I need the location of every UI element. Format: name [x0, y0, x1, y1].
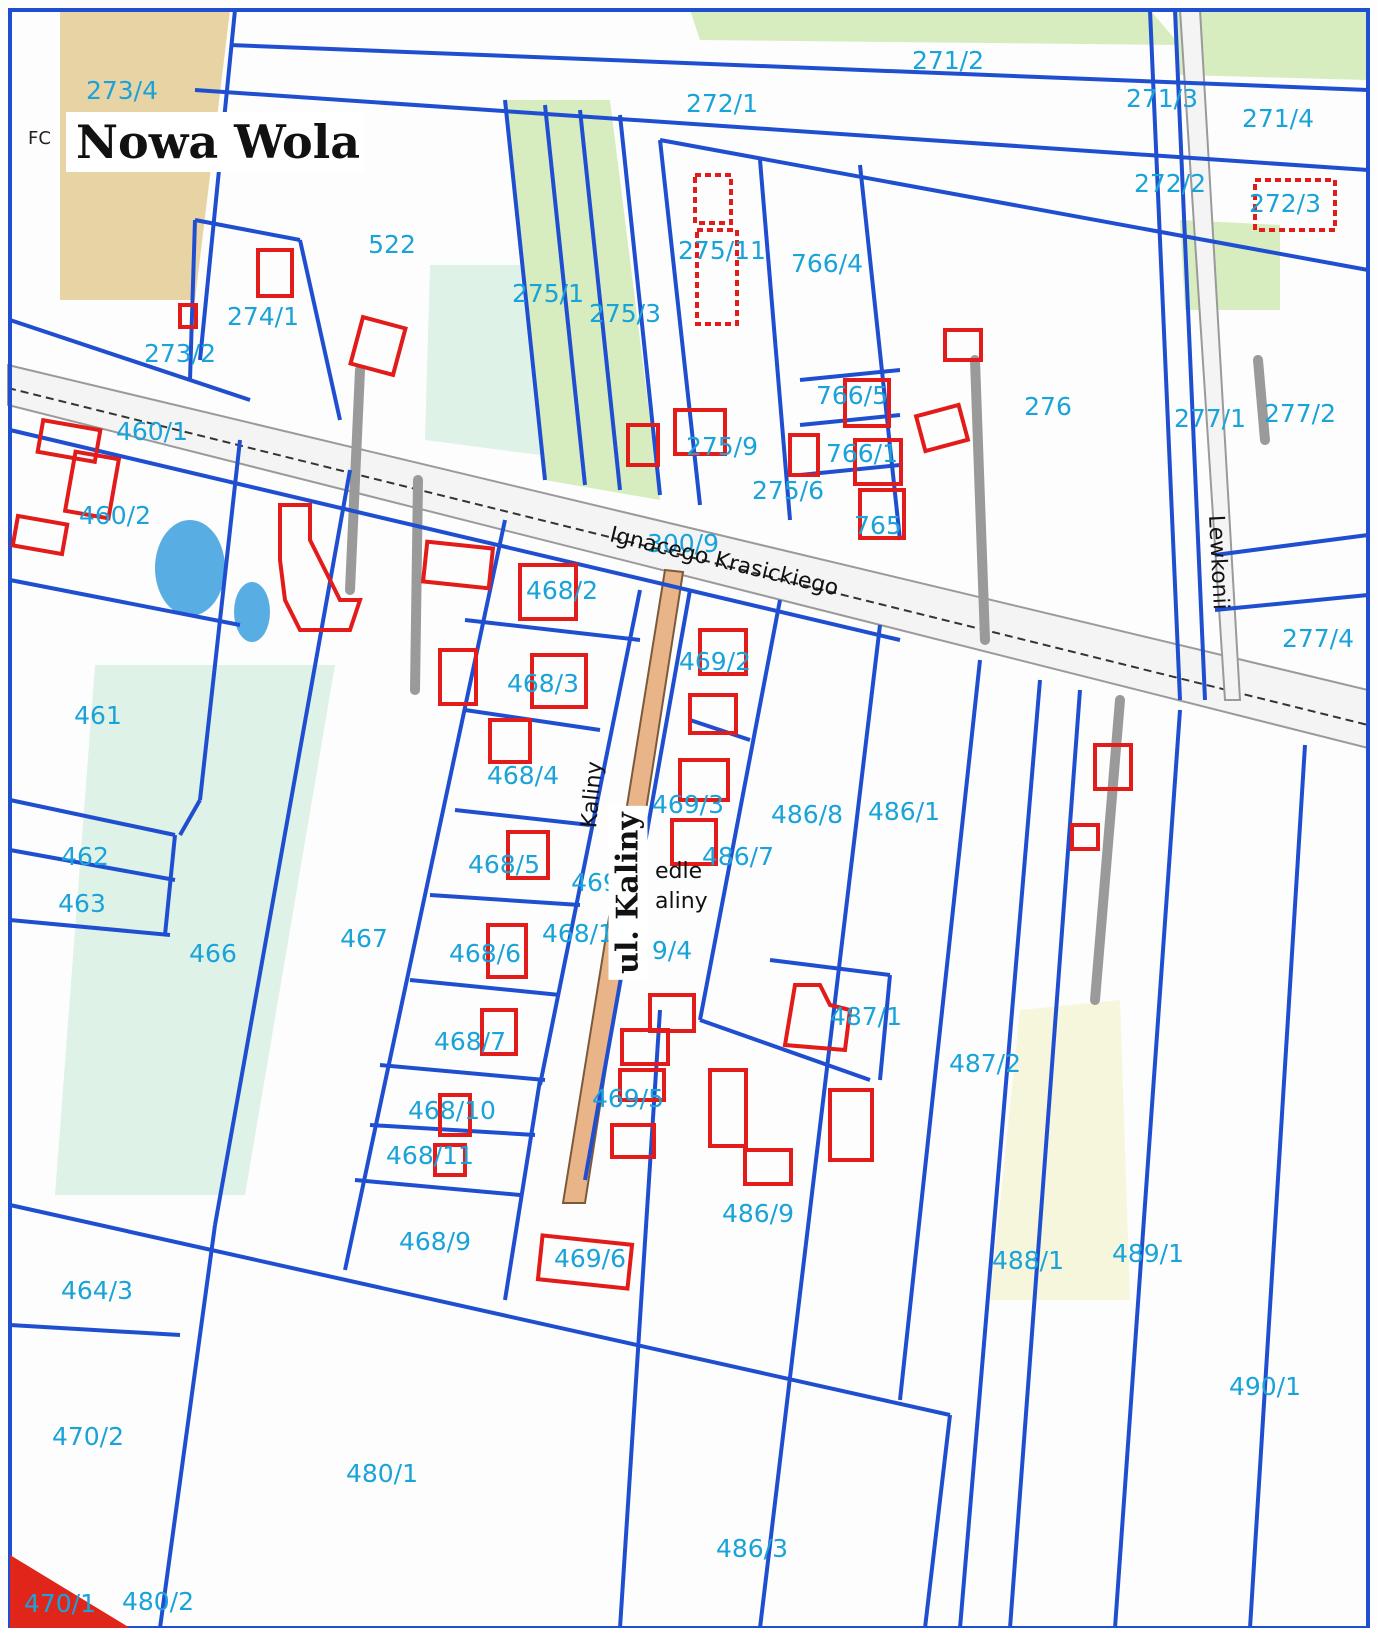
parcel-label: 272/1 [686, 89, 758, 118]
parcel-label: 468/9 [399, 1227, 471, 1256]
parcel-label: 464/3 [61, 1276, 133, 1305]
parcel-label: 488/1 [992, 1246, 1064, 1275]
parcel-label: 468/1 [542, 919, 614, 948]
parcel-label: 277/1 [1174, 404, 1246, 433]
parcel-label: 766/1 [826, 439, 898, 468]
driveway-3 [970, 355, 990, 645]
parcel-label: 466 [189, 939, 237, 968]
parcel-label: 486/1 [868, 797, 940, 826]
parcel-label-layer: 273/4 271/2 272/1 271/3 271/4 272/2 272/… [24, 46, 1354, 1618]
parcel-label: 468/5 [468, 850, 540, 879]
street-label-lewkonii: Lewkonii [1203, 514, 1233, 610]
parcel-label: 271/4 [1242, 104, 1314, 133]
street-label-osiedle-partial-2: aliny [655, 889, 708, 914]
parcel-border-layer [8, 8, 1370, 1628]
parcel-label: 271/2 [912, 46, 984, 75]
parcel-label: 468/6 [449, 939, 521, 968]
grass-patch-west [55, 665, 335, 1195]
parcel-label: 486/3 [716, 1534, 788, 1563]
parcel-label: 470/1 [24, 1589, 96, 1618]
corner-tag: FC [28, 128, 51, 149]
parcel-label: 468/11 [386, 1141, 474, 1170]
parcel-label: 486/7 [702, 842, 774, 871]
parcel-label: 468/4 [487, 761, 559, 790]
parcel-label: 486/9 [722, 1199, 794, 1228]
parcel-label: 275/11 [678, 236, 766, 265]
parcel-label: 273/4 [86, 76, 158, 105]
parcel-label: 276 [1024, 392, 1072, 421]
parcel-label: 272/3 [1249, 189, 1321, 218]
parcel-label: 275/1 [512, 279, 584, 308]
parcel-label: 468/3 [507, 669, 579, 698]
parcel-label: 274/1 [227, 302, 299, 331]
parcel-label: 766/5 [816, 381, 888, 410]
green-field-northeast [1175, 10, 1368, 80]
land-cover-layer [55, 10, 1368, 1300]
parcel-label: 766/4 [791, 249, 863, 278]
parcel-label: 9/4 [652, 936, 692, 965]
railway-strip [10, 1555, 130, 1628]
parcel-label: 272/2 [1134, 169, 1206, 198]
parcel-label: 460/2 [79, 501, 151, 530]
parcel-label: 467 [340, 924, 388, 953]
parcel-label: 470/2 [52, 1422, 124, 1451]
map-title: Nowa Wola [76, 115, 361, 169]
driveway-4 [1090, 695, 1125, 1005]
parcel-label: 277/4 [1282, 624, 1354, 653]
street-label-osiedle-partial: edle [655, 859, 702, 884]
driveway-2 [410, 475, 423, 695]
parcel-label: 522 [368, 230, 416, 259]
parcel-label: 277/2 [1264, 399, 1336, 428]
parcel-label: 765 [854, 511, 902, 540]
parcel-label: 469/6 [554, 1244, 626, 1273]
parcel-label: 271/3 [1126, 84, 1198, 113]
parcel-label: 480/1 [346, 1459, 418, 1488]
green-field-north [690, 10, 1180, 45]
parcel-label: 300/9 [647, 529, 719, 558]
green-strip-field [505, 100, 660, 500]
parcel-label: 462 [61, 842, 109, 871]
parcel-label: 275/6 [752, 476, 824, 505]
parcel-label: 487/1 [830, 1002, 902, 1031]
parcel-label: 487/2 [949, 1049, 1021, 1078]
parcel-label: 460/1 [116, 417, 188, 446]
building-layer [10, 173, 1337, 1291]
road-layer [7, 9, 1369, 1204]
parcel-label: 469/2 [679, 647, 751, 676]
parcel-label: 480/2 [122, 1587, 194, 1616]
parcel-label: 275/3 [589, 299, 661, 328]
parcel-label: 468/10 [408, 1096, 496, 1125]
parcel-label: 463 [58, 889, 106, 918]
field-patch-east [990, 1000, 1130, 1300]
parcel-label: 469/5 [592, 1084, 664, 1113]
pond-1 [155, 520, 225, 616]
driveway-5 [1253, 355, 1270, 445]
highlight-street-label: ul. Kaliny [608, 806, 648, 980]
parcel-label: 468/2 [526, 576, 598, 605]
parcel-label: 273/2 [144, 339, 216, 368]
parcel-label: 469/3 [652, 790, 724, 819]
title-plate: Nowa Wola [66, 112, 364, 172]
street-label-kaliny-partial: Kaliny [577, 760, 608, 829]
parcel-label: 486/8 [771, 800, 843, 829]
parcel-label: 468/7 [434, 1027, 506, 1056]
parcel-label: 461 [74, 701, 122, 730]
driveway-1 [345, 365, 365, 595]
parcel-label: 490/1 [1229, 1372, 1301, 1401]
parcel-label: 275/9 [686, 432, 758, 461]
grass-patch-north [425, 265, 540, 455]
parcel-label: 489/1 [1112, 1239, 1184, 1268]
pond-2 [234, 582, 270, 642]
